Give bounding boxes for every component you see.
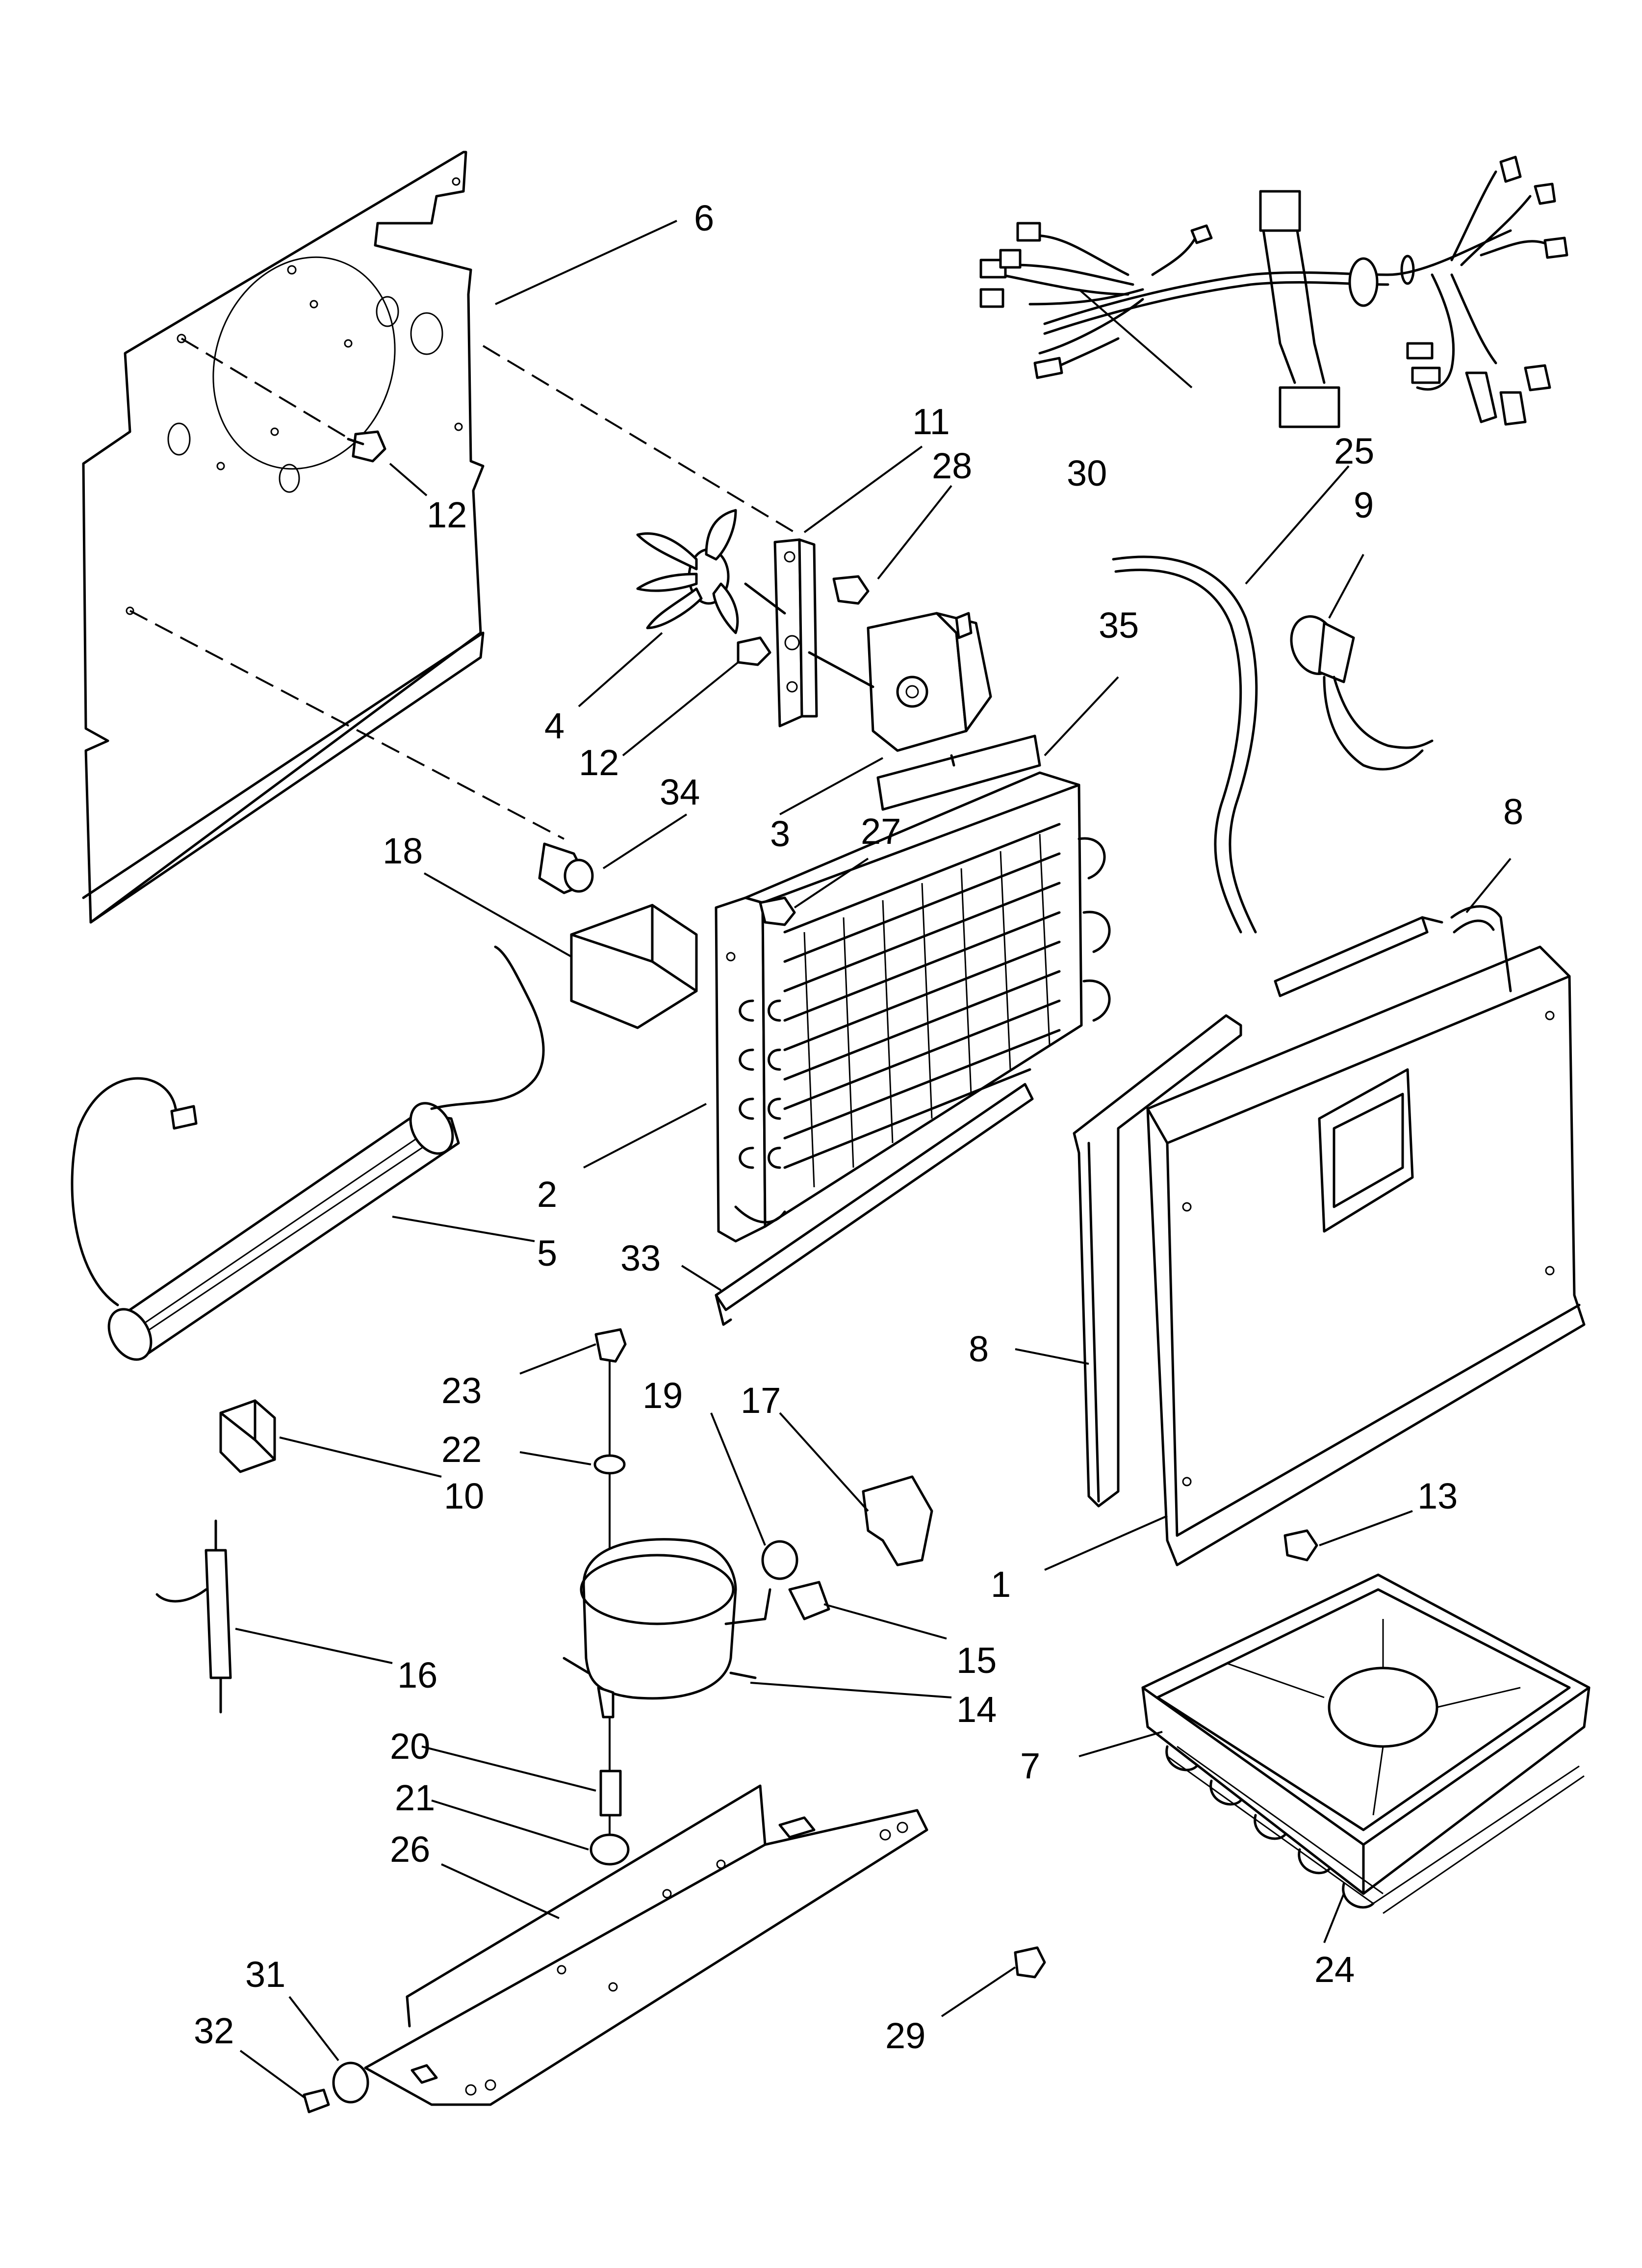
grommet [590,1833,630,1866]
callout-18: 18 [383,831,423,871]
screw [1283,1529,1318,1562]
fan-blade [636,509,739,634]
rear-panel [82,151,485,924]
screw [1014,1946,1046,1979]
start-relay [788,1581,830,1620]
evaporator-cover [1146,905,1586,1566]
callout-12-lower: 12 [579,742,619,783]
callout-30: 30 [1067,453,1107,494]
drain-tube-inner [1114,569,1242,934]
filter-drier [155,1519,232,1714]
callout-8-upper: 8 [1503,791,1523,832]
defrost-terminator [538,842,594,894]
condenser-heater [1165,1745,1585,1914]
screw [832,575,870,605]
callout-35: 35 [1099,605,1139,646]
rubber-grommet [332,2061,369,2104]
defrost-heater [71,945,545,1361]
callout-4: 4 [544,705,564,746]
callout-7: 7 [1020,1746,1040,1786]
alignment-line [482,345,795,533]
callout-11: 11 [912,401,950,442]
callout-26: 26 [390,1829,430,1870]
sleeve [599,1770,622,1817]
callout-19: 19 [642,1375,683,1416]
callout-20: 20 [390,1726,430,1767]
callout-32: 32 [194,2010,234,2051]
callout-5: 5 [537,1233,557,1274]
callout-22: 22 [441,1429,482,1470]
alignment-line [129,610,564,840]
thermostat [1290,615,1434,771]
callout-6: 6 [694,198,714,238]
callout-8-lower: 8 [969,1329,989,1369]
drain-tube [1112,555,1258,934]
relay-cover [862,1475,933,1566]
callout-24: 24 [1314,1949,1355,1990]
fan-motor [808,612,992,752]
overload-protector [761,1540,798,1580]
screw [737,636,771,666]
callout-1: 1 [991,1564,1011,1605]
callout-31: 31 [245,1954,285,1995]
side-insulation [1073,1014,1242,1508]
callout-33: 33 [620,1238,661,1278]
callout-28: 28 [932,445,972,486]
callout-13: 13 [1417,1476,1458,1516]
callout-21: 21 [395,1777,435,1818]
callout-10: 10 [444,1476,484,1516]
screw [759,896,796,926]
callout-2: 2 [537,1174,557,1215]
screw [347,430,386,463]
compressor-base [364,1784,928,2106]
callout-14: 14 [956,1689,997,1730]
relay [219,1399,276,1473]
callout-15: 15 [956,1640,997,1681]
callout-27: 27 [861,811,901,852]
alignment-line [180,338,359,445]
callout-3: 3 [770,813,790,854]
wire-harness [979,156,1568,428]
screw [594,1328,627,1363]
leader-lines [235,220,1512,2098]
compressor [563,1538,771,1719]
motor-bracket [744,538,818,728]
callout-34: 34 [660,772,700,812]
callout-9: 9 [1354,485,1374,525]
callout-12-upper: 12 [427,495,467,535]
callout-17: 17 [741,1380,781,1421]
washer [593,1454,626,1475]
callout-23: 23 [441,1370,482,1411]
callout-16: 16 [397,1655,437,1695]
callout-numbers: 6 12 11 28 30 25 9 35 4 12 3 27 34 18 8 … [194,198,1523,2056]
lower-drip-channel [715,1083,1034,1326]
drip-channel [876,734,1041,811]
drain-pan [1141,1573,1591,1895]
spacer [303,2088,330,2113]
callout-29: 29 [885,2015,925,2056]
callout-25: 25 [1334,431,1374,471]
heater-cover [570,904,698,1029]
evaporator-coil [715,771,1111,1243]
